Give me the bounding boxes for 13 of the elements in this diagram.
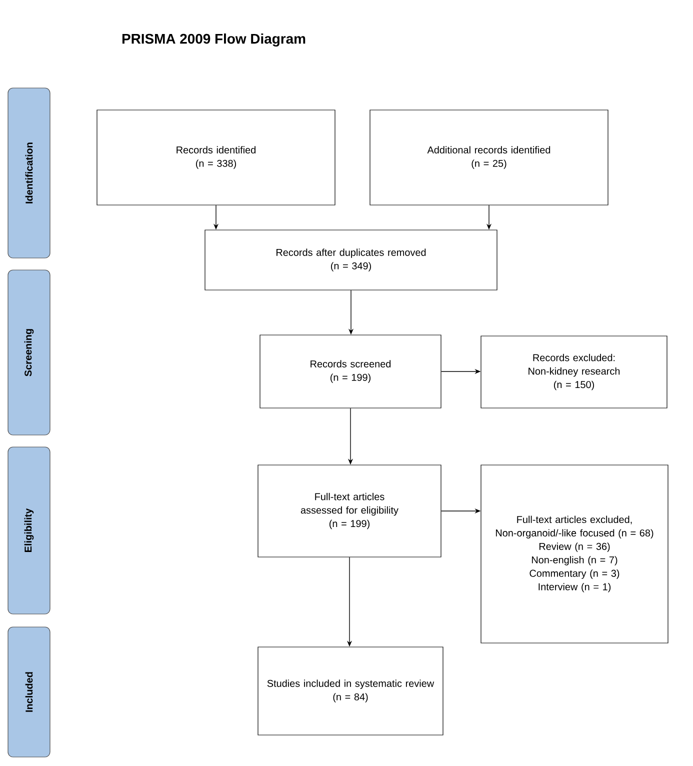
process-box: Additional records identified (n = 25) [370, 110, 608, 206]
title: PRISMA 2009 Flow Diagram [122, 33, 306, 47]
phase-label-box: Identification [8, 88, 50, 258]
process-box: Records identified (n = 338) [96, 110, 336, 206]
process-box: Studies included in systematic review (n = 84) [258, 646, 444, 736]
process-box: Full-text articles excluded, Non-organoid/-like focused (n = 68) Review (n = 36) Non-english (n = 7) Commentary (n = 3) Interview (n = 1) [480, 464, 668, 644]
process-box: Records excluded: Non-kidney research (n = 150) [480, 336, 668, 408]
process-box: Records after duplicates removed (n = 349) [204, 230, 498, 290]
phase-label-box: Eligibility [8, 446, 50, 614]
process-box: Full-text articles assessed for eligibility (n = 199) [258, 464, 442, 558]
phase-label-box: Included [8, 626, 50, 758]
phase-label-box: Screening [8, 270, 50, 436]
process-box: Records screened (n = 199) [260, 334, 442, 408]
